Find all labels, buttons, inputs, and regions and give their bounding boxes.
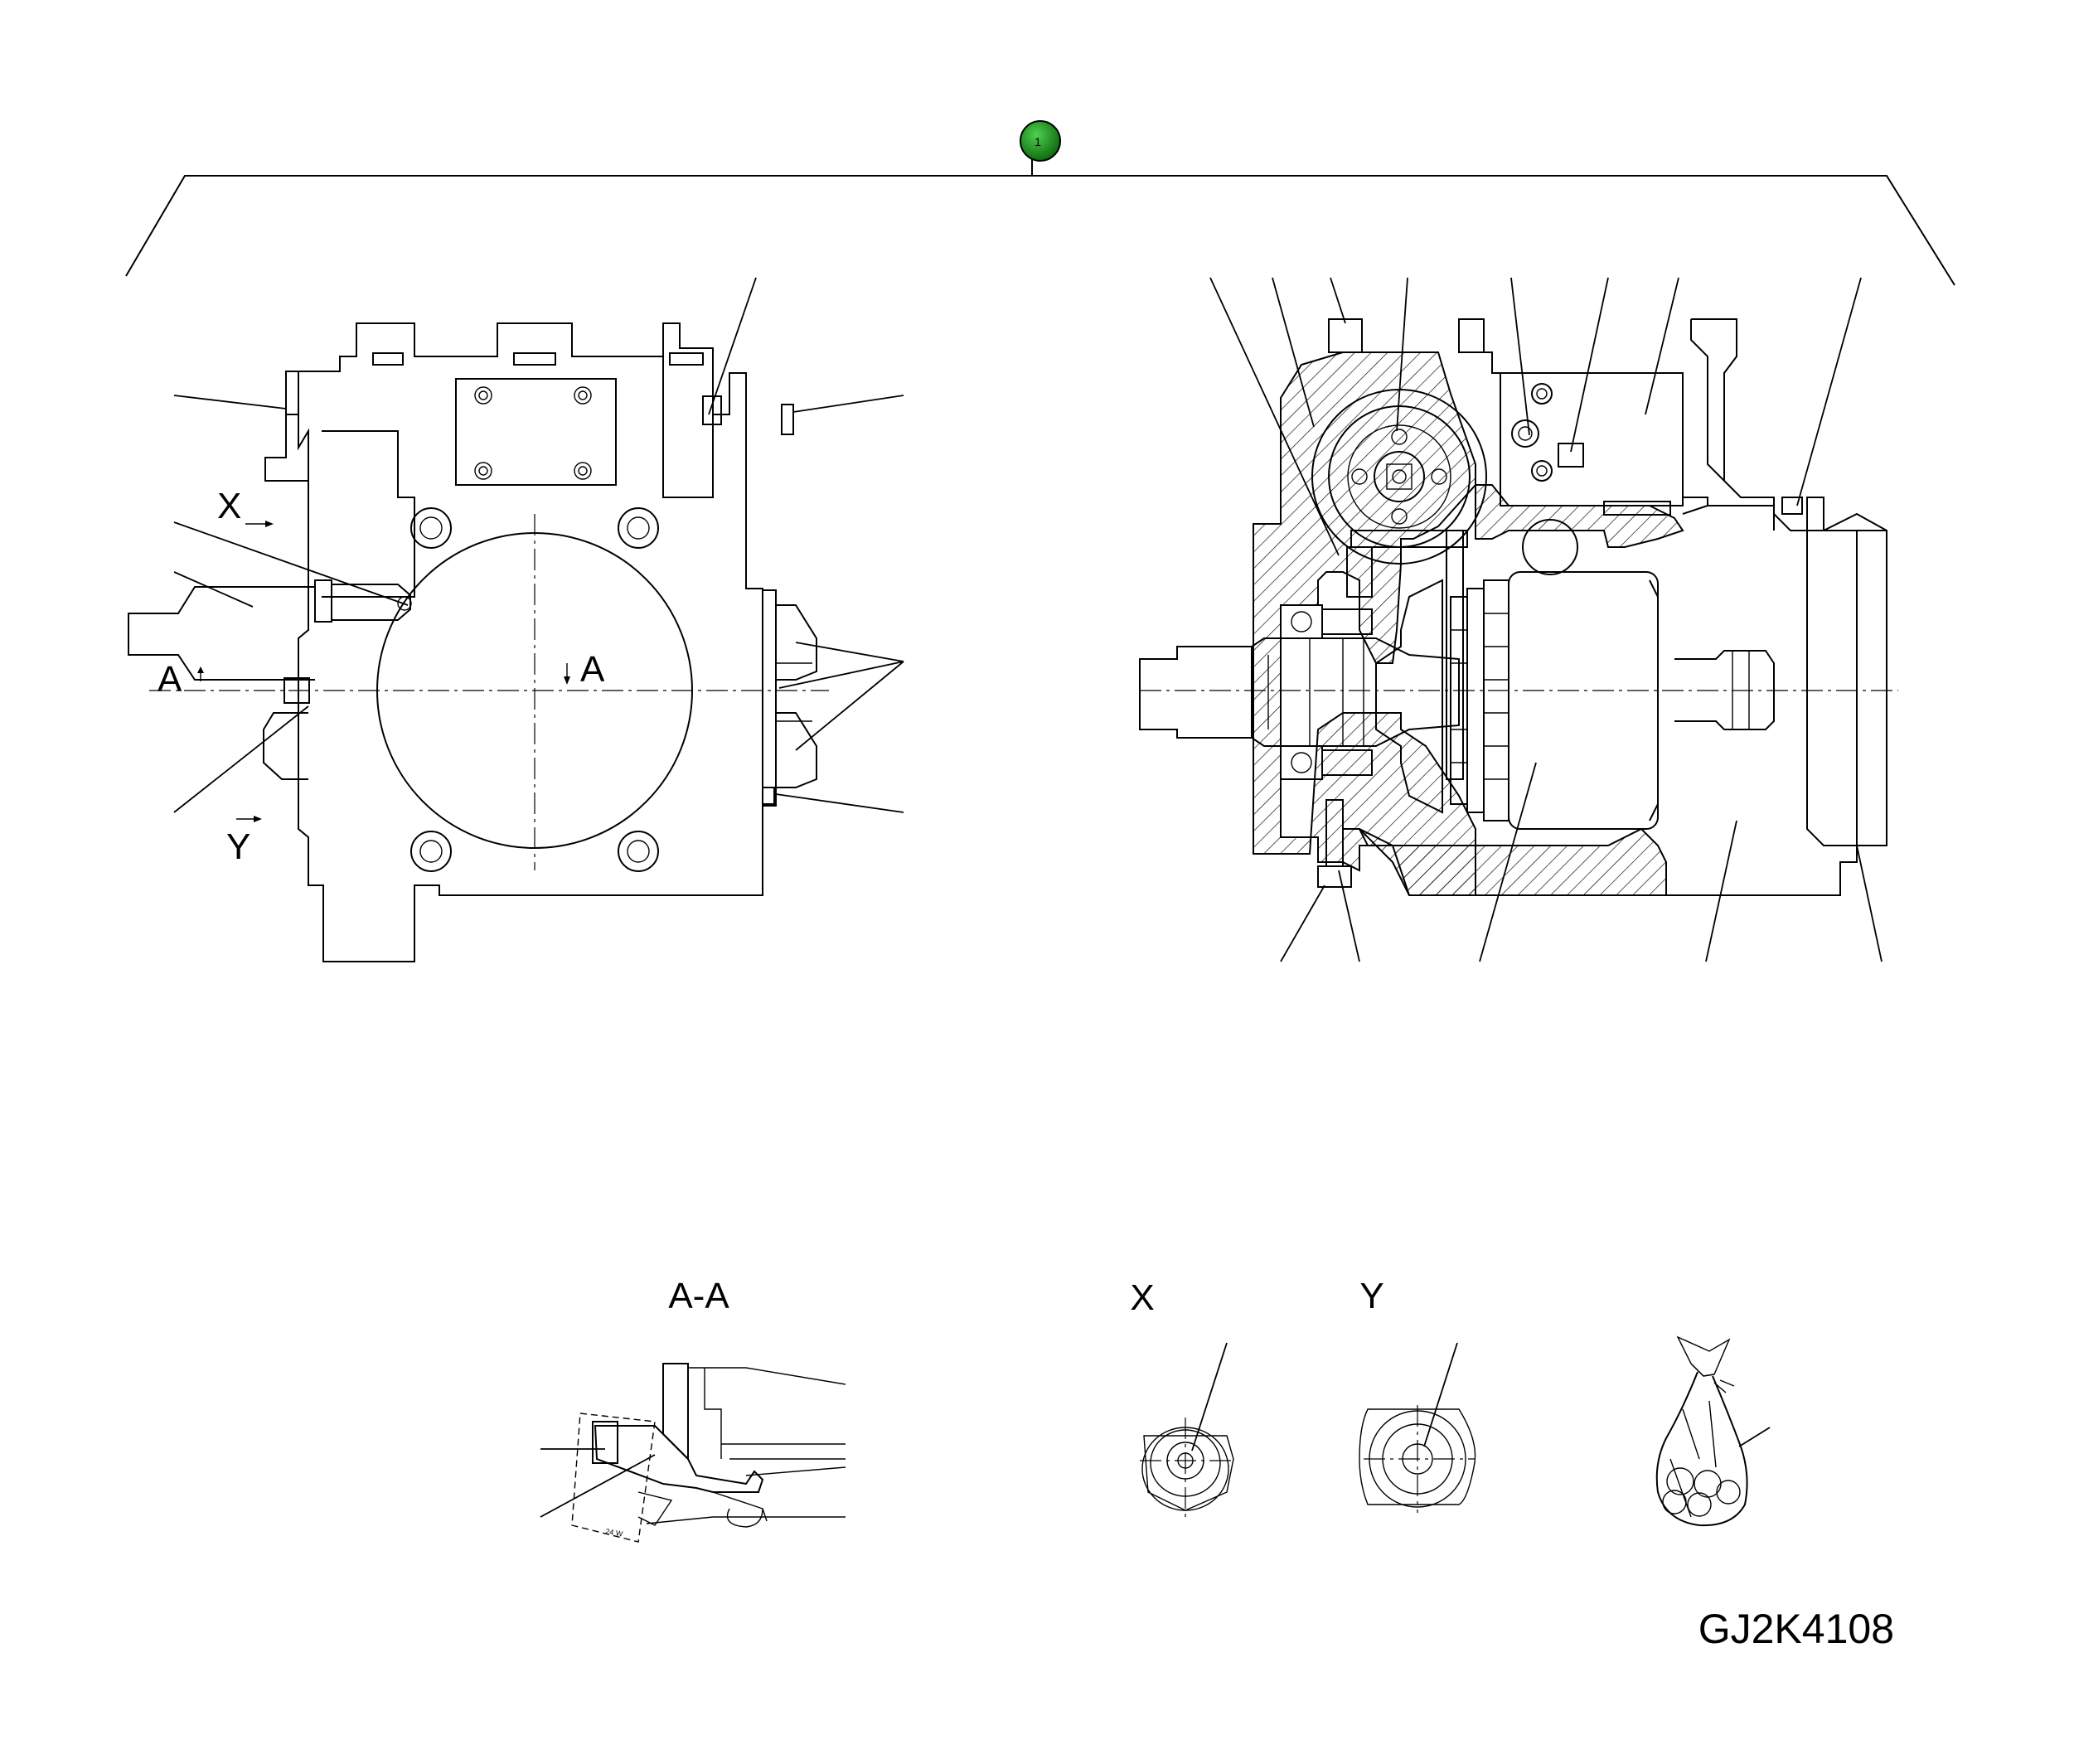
flange-bolt [410,507,452,549]
view-x-marker: X [217,486,274,527]
end-cap [1856,530,1887,846]
detail-title-y: Y [1359,1276,1383,1316]
detail-title-aa: A-A [668,1276,729,1316]
right-view-leaders [1209,277,1883,962]
left-end-view: X Y A A [128,277,904,962]
flange-bolt [618,831,659,872]
section-mark-right: A [564,649,605,690]
svg-text:A: A [157,659,182,700]
piston-stack [1450,579,1509,821]
detail-title-x: X [1130,1277,1154,1318]
hatched-housing [1253,351,1476,896]
detail-section-aa: A-A 24 W [540,1276,846,1543]
section-mark-left: A [157,659,204,700]
drive-shaft [128,586,315,681]
detail-view-x: X [1130,1277,1235,1517]
svg-text:24 W: 24 W [605,1527,624,1539]
view-y-marker: Y [226,816,262,867]
assembly-bracket [125,175,1955,286]
left-view-leaders [173,277,904,813]
detail-view-y: Y [1359,1276,1476,1513]
flange-bolt [410,831,452,872]
assembly-callout-1[interactable]: 1 [125,120,1955,286]
right-section-view [1139,277,1898,962]
parts-bag-icon [1655,1335,1771,1527]
cover-plate [455,378,617,486]
cylinder-barrel [1508,571,1659,830]
svg-text:Y: Y [226,826,250,867]
drawing-code: GJ2K4108 [1698,1606,1894,1652]
housing-outline [298,322,763,962]
flange-bolt [618,507,659,549]
callout-marker[interactable] [1020,120,1061,162]
drive-shaft-section [1139,646,1252,739]
svg-text:X: X [217,486,241,526]
control-block [1500,372,1684,506]
svg-text:A: A [580,649,605,690]
callout-number: 1 [1035,135,1041,148]
